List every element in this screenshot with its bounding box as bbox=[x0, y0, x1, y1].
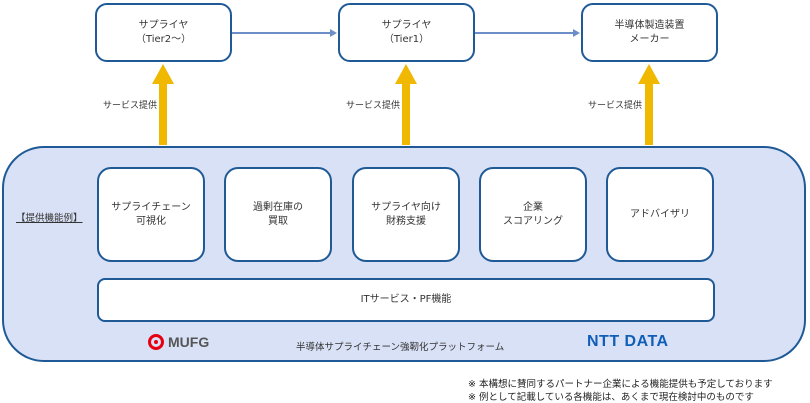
supplier-tier1-tier: （Tier1） bbox=[383, 33, 430, 45]
function-line1: サプライヤ向け bbox=[371, 201, 441, 213]
mufg-logo-text: MUFG bbox=[168, 334, 210, 350]
arrow-up-icon bbox=[395, 64, 417, 84]
service-label-2: サービス提供 bbox=[346, 101, 401, 111]
service-arrow-2 bbox=[402, 83, 410, 145]
function-box-financial-support: サプライヤ向け 財務支援 bbox=[352, 167, 460, 262]
arrow-up-icon bbox=[638, 64, 660, 84]
connector-tier2-to-tier1 bbox=[232, 32, 330, 34]
function-line1: 企業 bbox=[523, 201, 543, 213]
equipment-maker-line1: 半導体製造装置 bbox=[614, 19, 685, 31]
service-label-1: サービス提供 bbox=[103, 101, 158, 111]
note-2: ※ 例として記載している各機能は、あくまで現在検討中のものです bbox=[468, 392, 754, 403]
mufg-mark-icon bbox=[148, 334, 164, 350]
function-line1: 過剰在庫の bbox=[253, 201, 303, 213]
function-box-inventory-purchase: 過剰在庫の 買取 bbox=[224, 167, 332, 262]
function-box-scoring: 企業 スコアリング bbox=[479, 167, 587, 262]
function-line2: 財務支援 bbox=[385, 215, 426, 227]
supplier-tier2-box: サプライヤ （Tier2～） bbox=[95, 3, 232, 62]
service-arrow-3 bbox=[645, 83, 653, 145]
supplier-tier1-box: サプライヤ （Tier1） bbox=[338, 3, 475, 62]
it-service-box: ITサービス・PF機能 bbox=[97, 278, 715, 322]
function-line2: 可視化 bbox=[136, 215, 166, 227]
supplier-tier2-tier: （Tier2～） bbox=[135, 33, 192, 45]
platform-title: 半導体サプライチェーン強靭化プラットフォーム bbox=[296, 342, 505, 353]
note-1: ※ 本構想に賛同するパートナー企業による機能提供も予定しております bbox=[468, 379, 773, 390]
equipment-maker-box: 半導体製造装置 メーカー bbox=[581, 3, 718, 62]
service-arrow-1 bbox=[159, 83, 167, 145]
function-box-advisory: アドバイザリ bbox=[606, 167, 714, 262]
arrow-up-icon bbox=[152, 64, 174, 84]
connector-arrowhead-icon bbox=[573, 29, 580, 37]
function-box-visibility: サプライチェーン 可視化 bbox=[97, 167, 205, 262]
function-line2: 買取 bbox=[268, 215, 288, 227]
service-label-3: サービス提供 bbox=[588, 101, 643, 111]
connector-tier1-to-maker bbox=[475, 32, 573, 34]
function-examples-label: 【提供機能例】 bbox=[16, 213, 83, 224]
mufg-logo: MUFG bbox=[148, 334, 209, 350]
function-line1: サプライチェーン bbox=[111, 201, 191, 213]
supplier-tier1-name: サプライヤ bbox=[381, 19, 432, 31]
function-line1: アドバイザリ bbox=[630, 208, 690, 220]
nttdata-logo: NTT DATA bbox=[587, 333, 669, 350]
connector-arrowhead-icon bbox=[330, 29, 337, 37]
function-line2: スコアリング bbox=[503, 215, 563, 227]
supplier-tier2-name: サプライヤ bbox=[138, 19, 189, 31]
it-service-label: ITサービス・PF機能 bbox=[360, 294, 452, 305]
equipment-maker-line2: メーカー bbox=[629, 33, 670, 45]
